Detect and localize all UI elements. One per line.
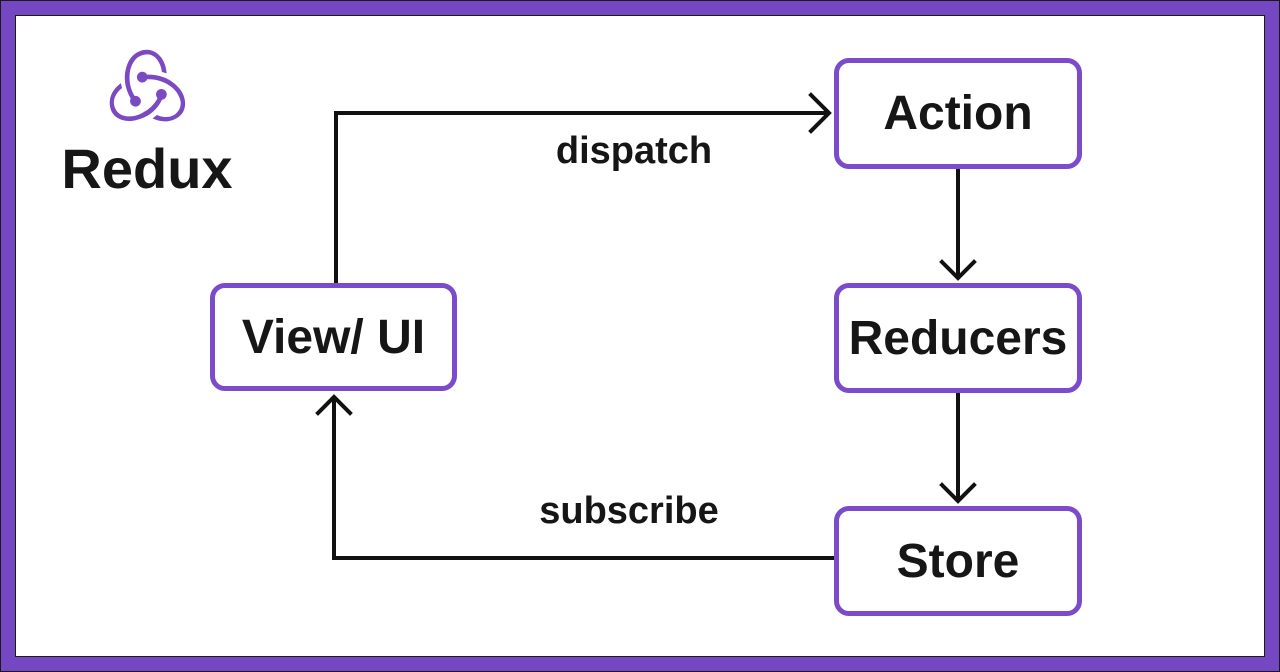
dispatch-arrowhead	[808, 92, 832, 134]
node-action-label: Action	[883, 87, 1033, 140]
redux-brand: Redux	[41, 37, 253, 203]
node-view-ui-label: View/ UI	[241, 310, 426, 364]
node-reducers-label: Reducers	[848, 311, 1068, 365]
brand-name: Redux	[61, 137, 233, 200]
redux-logo-icon	[109, 49, 186, 122]
node-reducers: Reducers	[834, 283, 1082, 393]
node-store-label: Store	[896, 534, 1020, 588]
node-action: Action	[834, 58, 1082, 169]
node-view-ui: View/ UI	[210, 283, 457, 391]
node-store: Store	[834, 506, 1082, 616]
edge-label-dispatch: dispatch	[555, 130, 713, 172]
subscribe-arrowhead	[315, 394, 353, 416]
subscribe-arrow-line	[332, 398, 835, 560]
action-to-reducers-arrowhead	[939, 259, 977, 281]
edge-label-subscribe: subscribe	[539, 490, 719, 532]
reducers-to-store-arrowhead	[939, 482, 977, 504]
